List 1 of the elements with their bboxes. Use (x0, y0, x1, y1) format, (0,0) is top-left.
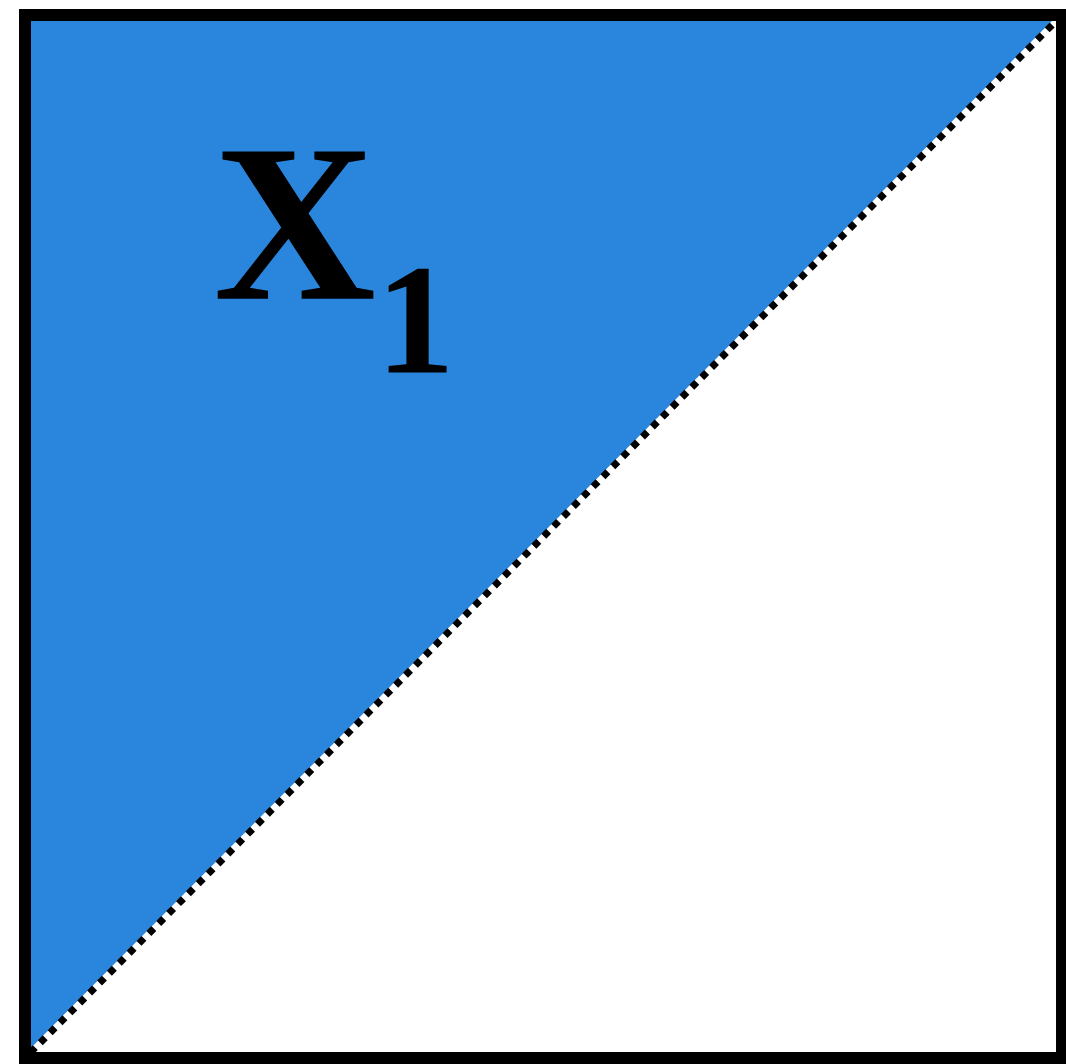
triangle-region: X$_{1}$ (19, 9, 1066, 1064)
